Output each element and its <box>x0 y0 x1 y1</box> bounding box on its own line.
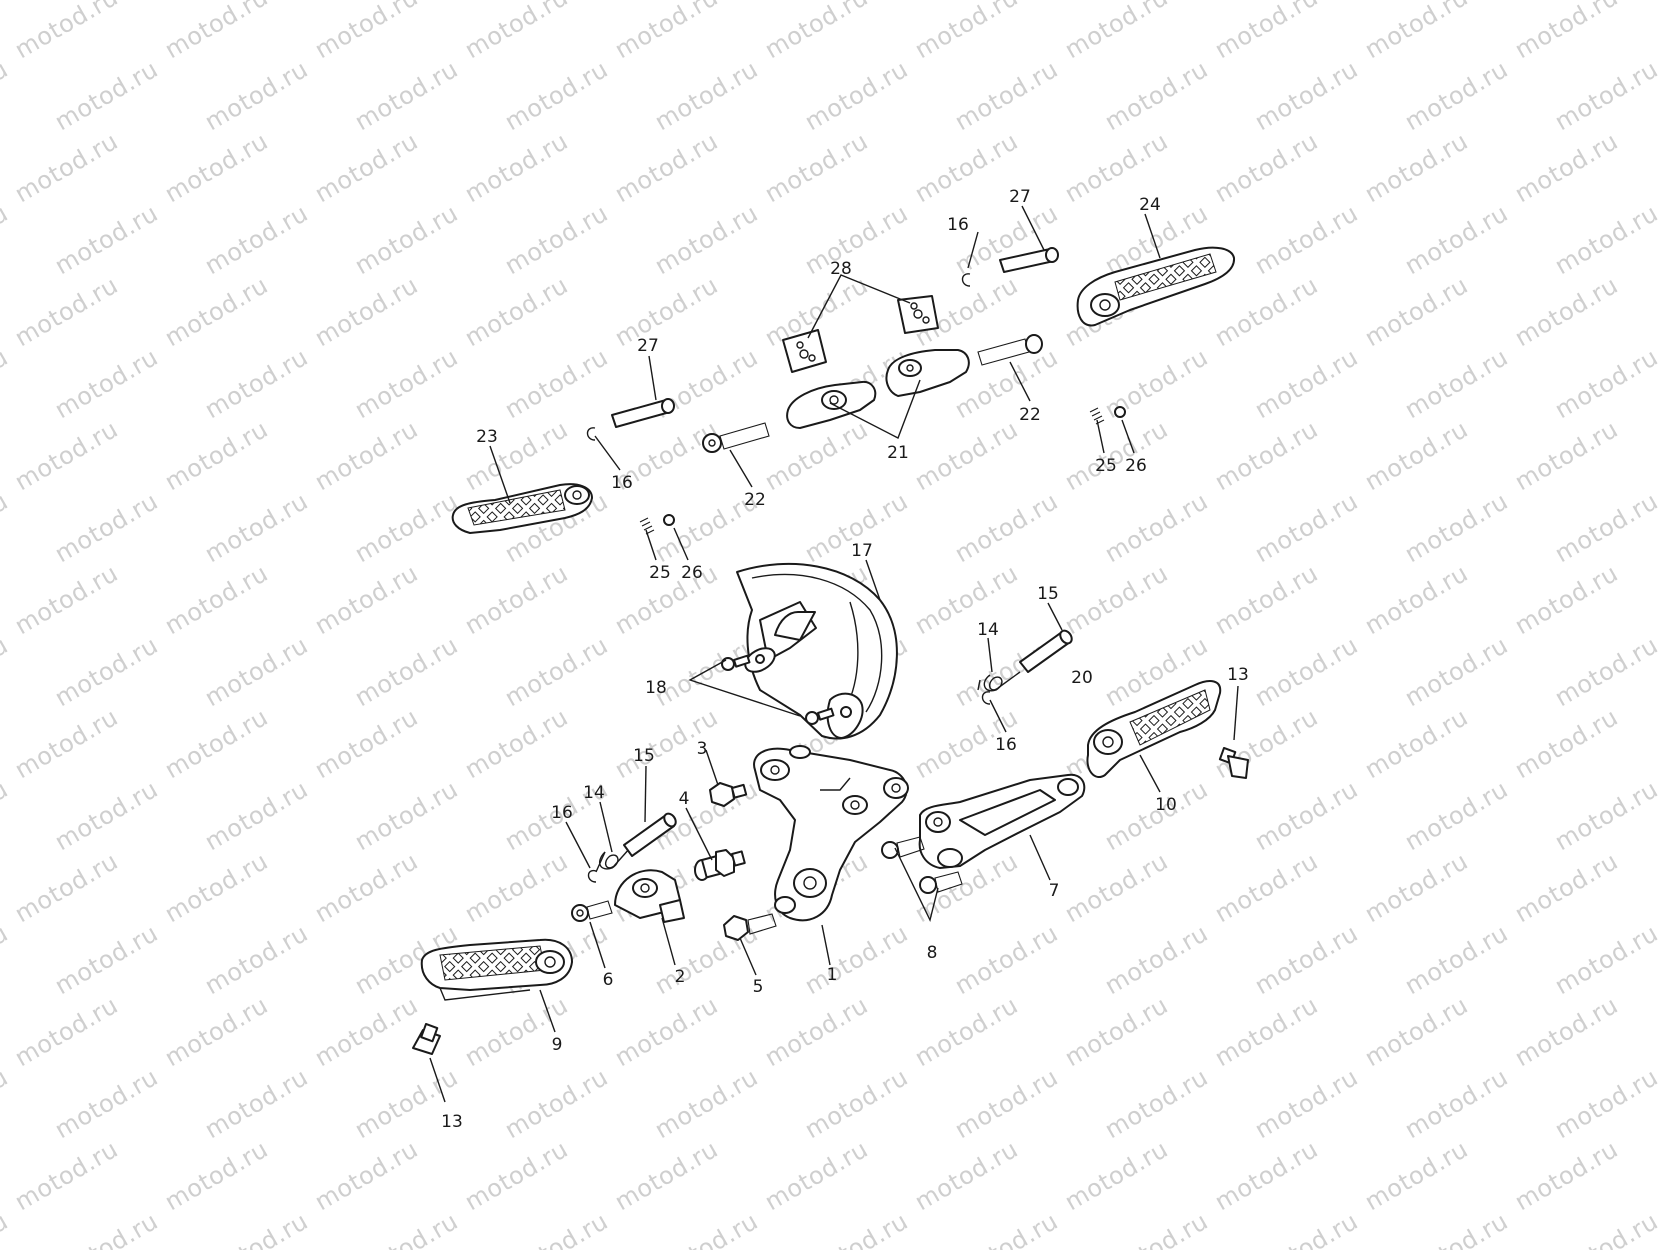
heel-guard-part-17 <box>736 562 898 740</box>
leader-lines <box>429 205 1239 1103</box>
callout-5: 5 <box>753 977 764 997</box>
spring-part-25-left <box>639 517 655 535</box>
footpeg-part-24 <box>1076 246 1236 327</box>
callout-25-left: 25 <box>649 563 671 583</box>
callout-17: 17 <box>851 541 873 561</box>
callout-13-lower: 13 <box>441 1112 463 1132</box>
footpeg-part-9 <box>420 938 573 1001</box>
callout-15-lower: 15 <box>633 746 655 766</box>
callout-22-right: 22 <box>1019 405 1041 425</box>
callout-7: 7 <box>1049 881 1060 901</box>
pin-part-27-left <box>611 398 675 428</box>
callout-10: 10 <box>1155 795 1177 815</box>
footpeg-part-10 <box>1086 680 1222 778</box>
callout-2: 2 <box>675 967 686 987</box>
callout-6: 6 <box>603 970 614 990</box>
spring-part-14-upper <box>977 671 1021 692</box>
callout-27-left: 27 <box>637 336 659 356</box>
ball-part-26-right <box>1114 406 1126 418</box>
pivot-block-part-2 <box>614 869 685 923</box>
pin-part-15-lower <box>623 812 677 857</box>
callout-4: 4 <box>679 789 690 809</box>
callout-16-middle: 16 <box>995 735 1017 755</box>
bolt-part-13-lower <box>412 1023 441 1055</box>
clip-part-16-upper-left <box>586 427 596 441</box>
rear-bracket-part-7 <box>918 773 1086 869</box>
main-bracket-part-1 <box>753 745 909 922</box>
ball-part-26-left <box>663 514 675 526</box>
callout-27-right: 27 <box>1009 187 1031 207</box>
callout-26-right: 26 <box>1125 456 1147 476</box>
callout-1: 1 <box>827 965 838 985</box>
bolt-part-22-left <box>702 422 770 453</box>
callout-16-upper-left: 16 <box>611 473 633 493</box>
bolt-part-5 <box>723 913 777 941</box>
clip-part-16-middle <box>981 691 991 705</box>
bolt-part-13-upper <box>1218 747 1249 779</box>
callout-21: 21 <box>887 443 909 463</box>
callout-28: 28 <box>830 259 852 279</box>
pin-part-27-right <box>999 247 1059 273</box>
spring-part-14-lower <box>595 847 631 873</box>
callout-9: 9 <box>552 1035 563 1055</box>
mounting-block-part-21-right <box>885 349 970 397</box>
screw-part-18-upper <box>721 654 751 671</box>
clip-part-16-lower <box>587 869 597 883</box>
callout-16-lower-left: 16 <box>551 803 573 823</box>
callout-13-upper: 13 <box>1227 665 1249 685</box>
clip-part-16-upper-right <box>961 273 971 287</box>
callout-14-lower: 14 <box>583 783 605 803</box>
callout-numbers: 1 2 3 4 5 6 7 8 9 10 13 13 14 14 15 15 1… <box>441 187 1249 1132</box>
bolt-part-22-right <box>977 334 1043 366</box>
callout-16-upper-right: 16 <box>947 215 969 235</box>
callout-24: 24 <box>1139 195 1161 215</box>
callout-14-upper: 14 <box>977 620 999 640</box>
stud-part-4 <box>694 849 746 881</box>
callout-26-left: 26 <box>681 563 703 583</box>
plate-part-28-left <box>782 329 827 373</box>
bolt-part-8-upper <box>881 836 925 859</box>
mounting-block-part-21-left <box>786 380 877 429</box>
callout-15-upper: 15 <box>1037 584 1059 604</box>
bolt-part-8-lower <box>919 871 963 894</box>
footpeg-part-23 <box>451 483 593 534</box>
callout-3: 3 <box>697 739 708 759</box>
screw-part-18-lower <box>805 707 835 725</box>
callout-18: 18 <box>645 678 667 698</box>
bolt-part-6 <box>571 900 613 922</box>
callout-23: 23 <box>476 427 498 447</box>
callout-8: 8 <box>927 943 938 963</box>
callout-22-left: 22 <box>744 490 766 510</box>
callout-20: 20 <box>1071 668 1093 688</box>
pin-part-15-upper <box>1019 629 1073 673</box>
plate-part-28-right <box>897 295 939 334</box>
spring-part-25-right <box>1089 407 1105 425</box>
callout-25-right: 25 <box>1095 456 1117 476</box>
bolt-part-3 <box>709 782 748 807</box>
